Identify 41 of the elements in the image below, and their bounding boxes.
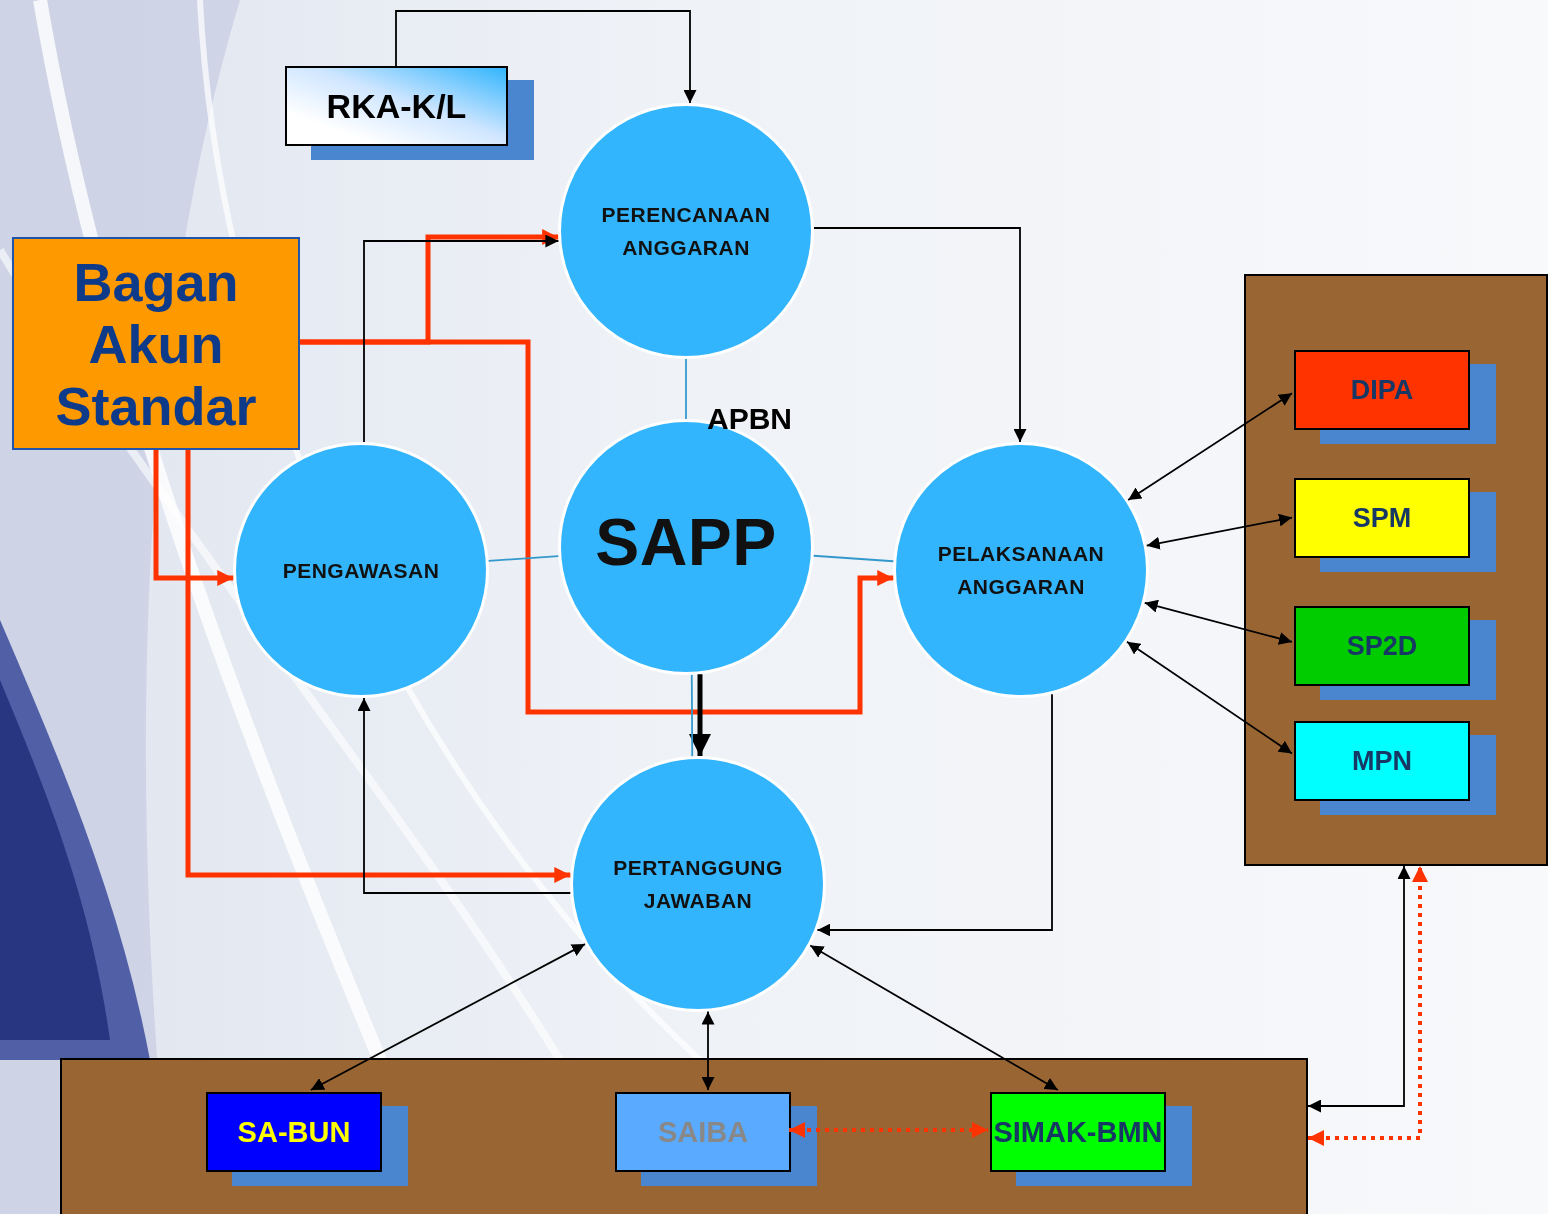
- arrow: [357, 697, 572, 894]
- dotted-arrow: [1308, 866, 1428, 1146]
- arrow: [363, 234, 560, 443]
- arrow: [1143, 599, 1293, 645]
- node-label: SP2D: [1346, 630, 1418, 662]
- node-label: PENGAWASAN: [281, 557, 441, 584]
- node-label: PERENCANAAN ANGGARAN: [600, 202, 772, 261]
- arrow: [395, 10, 697, 104]
- node-label: PERTANGGUNG JAWABAN: [612, 855, 784, 914]
- arrow: [1307, 865, 1411, 1113]
- arrow: [1126, 640, 1293, 755]
- dotted-arrow: [789, 1122, 988, 1138]
- node-label: SIMAK-BMN: [993, 1115, 1163, 1149]
- arrow: [1145, 513, 1293, 550]
- connector-line: [487, 555, 560, 562]
- arrow: [309, 943, 586, 1091]
- arrow: [809, 944, 1059, 1091]
- node-label: SAPP: [595, 507, 777, 577]
- node-label: SA-BUN: [237, 1115, 351, 1149]
- connector-line: [685, 358, 687, 420]
- connector-line: [812, 554, 895, 563]
- node-label: Bagan Akun Standar: [54, 250, 258, 437]
- arrow: [689, 674, 711, 756]
- node-label: PELAKSANAAN ANGGARAN: [936, 541, 1106, 600]
- group-panel: [60, 1058, 1308, 1214]
- group-panel: [1244, 274, 1548, 866]
- arrow: [300, 339, 894, 715]
- arrow: [153, 450, 234, 586]
- node-label: SPM: [1352, 502, 1412, 534]
- node-label: MPN: [1352, 745, 1412, 777]
- label-box: [12, 237, 300, 450]
- arrow: [1127, 392, 1293, 501]
- node-caption: APBN: [707, 402, 792, 436]
- node-label: SAIBA: [657, 1115, 749, 1149]
- node-label: RKA-K/L: [326, 86, 467, 126]
- node-label: DIPA: [1350, 374, 1414, 406]
- arrow: [701, 1010, 715, 1091]
- arrow: [185, 450, 571, 883]
- connector-line: [690, 673, 694, 758]
- arrow: [813, 227, 1027, 443]
- arrow: [816, 693, 1053, 937]
